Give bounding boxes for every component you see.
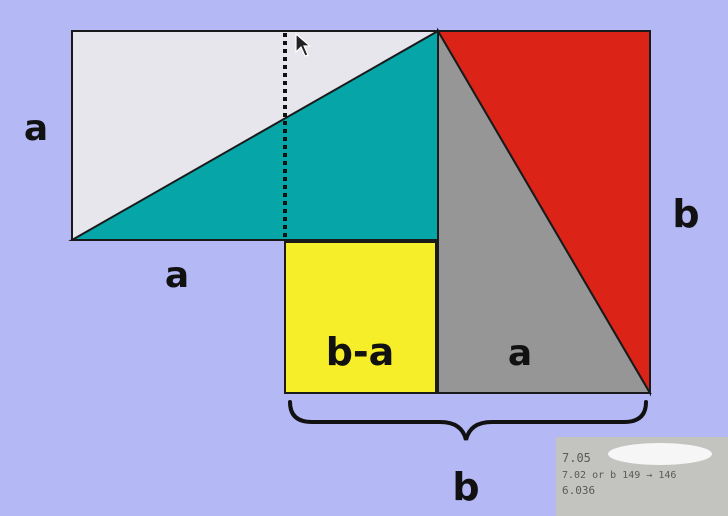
yellow-square-label: b-a — [326, 330, 395, 374]
bottom-brace — [288, 400, 648, 441]
mouse-cursor-icon — [295, 32, 312, 57]
red-triangle — [436, 30, 651, 397]
yellow-square — [284, 241, 437, 394]
gray-triangle-label: a — [508, 333, 532, 374]
thumbnail-line-2: 7.02 or b 149 → 146 — [562, 470, 676, 481]
thumbnail-line-1: 7.05 — [562, 451, 591, 465]
right-side-label: b — [672, 192, 699, 236]
thumbnail-line-3: 6.036 — [562, 484, 595, 497]
bottom-side-label: a — [165, 255, 189, 296]
notes-thumbnail: 7.05 7.02 or b 149 → 146 6.036 — [556, 437, 728, 516]
left-side-label: a — [24, 108, 48, 149]
brace-label: b — [452, 465, 479, 509]
